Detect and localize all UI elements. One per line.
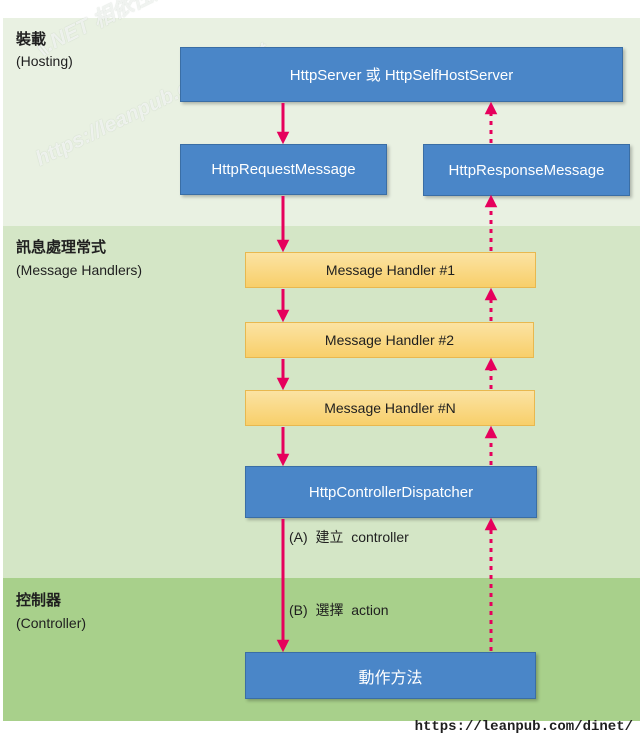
message-handler-n-box: Message Handler #N bbox=[245, 390, 535, 426]
controller-subtitle: (Controller) bbox=[16, 615, 87, 631]
hosting-subtitle: (Hosting) bbox=[16, 53, 73, 69]
hosting-title: 裝載 bbox=[16, 30, 47, 48]
handlers-subtitle: (Message Handlers) bbox=[16, 262, 143, 278]
message-handler-1-box: Message Handler #1 bbox=[245, 252, 536, 288]
create-controller-label: (A) 建立 controller bbox=[289, 529, 409, 545]
message-handler-2-box: Message Handler #2 bbox=[245, 322, 534, 358]
controller-title: 控制器 bbox=[16, 591, 62, 609]
http-request-message-box: HttpRequestMessage bbox=[180, 144, 387, 195]
action-method-box: 動作方法 bbox=[245, 652, 536, 699]
footer-url: https://leanpub.com/dinet/ bbox=[414, 719, 633, 735]
http-server-box: HttpServer 或 HttpSelfHostServer bbox=[180, 47, 623, 102]
http-response-message-box: HttpResponseMessage bbox=[423, 144, 630, 196]
http-controller-dispatcher-box: HttpControllerDispatcher bbox=[245, 466, 537, 518]
select-action-label: (B) 選擇 action bbox=[289, 602, 389, 618]
handlers-title: 訊息處理常式 bbox=[16, 238, 107, 256]
